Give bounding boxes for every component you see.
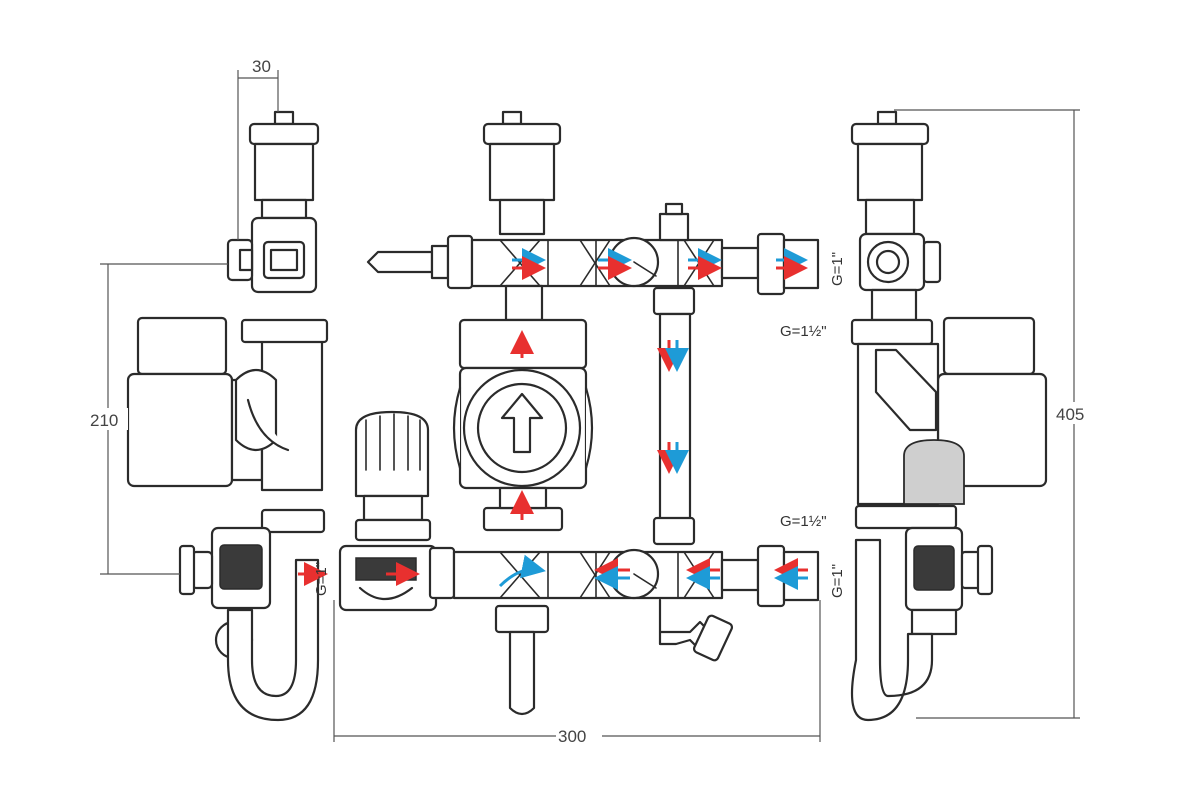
front-return-pipe — [652, 286, 696, 546]
dim-30-label: 30 — [252, 57, 271, 76]
left-air-vent — [248, 110, 320, 220]
dim-30: 30 — [237, 57, 279, 240]
dim-405-label: 405 — [1056, 405, 1084, 424]
thermostatic-valve — [338, 410, 456, 612]
dim-405: 405 — [894, 109, 1096, 719]
front-pump — [452, 284, 594, 532]
left-pump-motor — [126, 316, 329, 534]
top-manifold — [366, 202, 820, 296]
label-left-inlet: G=1" — [313, 562, 330, 596]
dim-300-label: 300 — [558, 727, 586, 746]
right-pump-motor — [854, 316, 1048, 530]
dim-300: 300 — [333, 600, 821, 746]
right-valve-body — [850, 232, 942, 346]
bottom-manifold — [452, 544, 820, 716]
label-pump-flange-upper: G=1½" — [780, 323, 827, 340]
label-bottom-outlet: G=1" — [829, 564, 846, 598]
left-side-view — [126, 110, 329, 722]
flow-arrows — [298, 248, 808, 590]
dim-210-label: 210 — [90, 411, 118, 430]
label-pump-flange-lower: G=1½" — [780, 513, 827, 530]
left-lower-valve — [178, 526, 320, 722]
right-lower-valve — [850, 526, 994, 722]
left-valve-body — [226, 216, 318, 294]
right-side-view — [850, 110, 1048, 722]
dim-210: 210 — [88, 263, 228, 575]
front-air-vent — [482, 110, 562, 236]
right-air-vent — [850, 110, 930, 236]
front-view — [338, 110, 820, 716]
label-top-outlet: G=1" — [829, 252, 846, 286]
